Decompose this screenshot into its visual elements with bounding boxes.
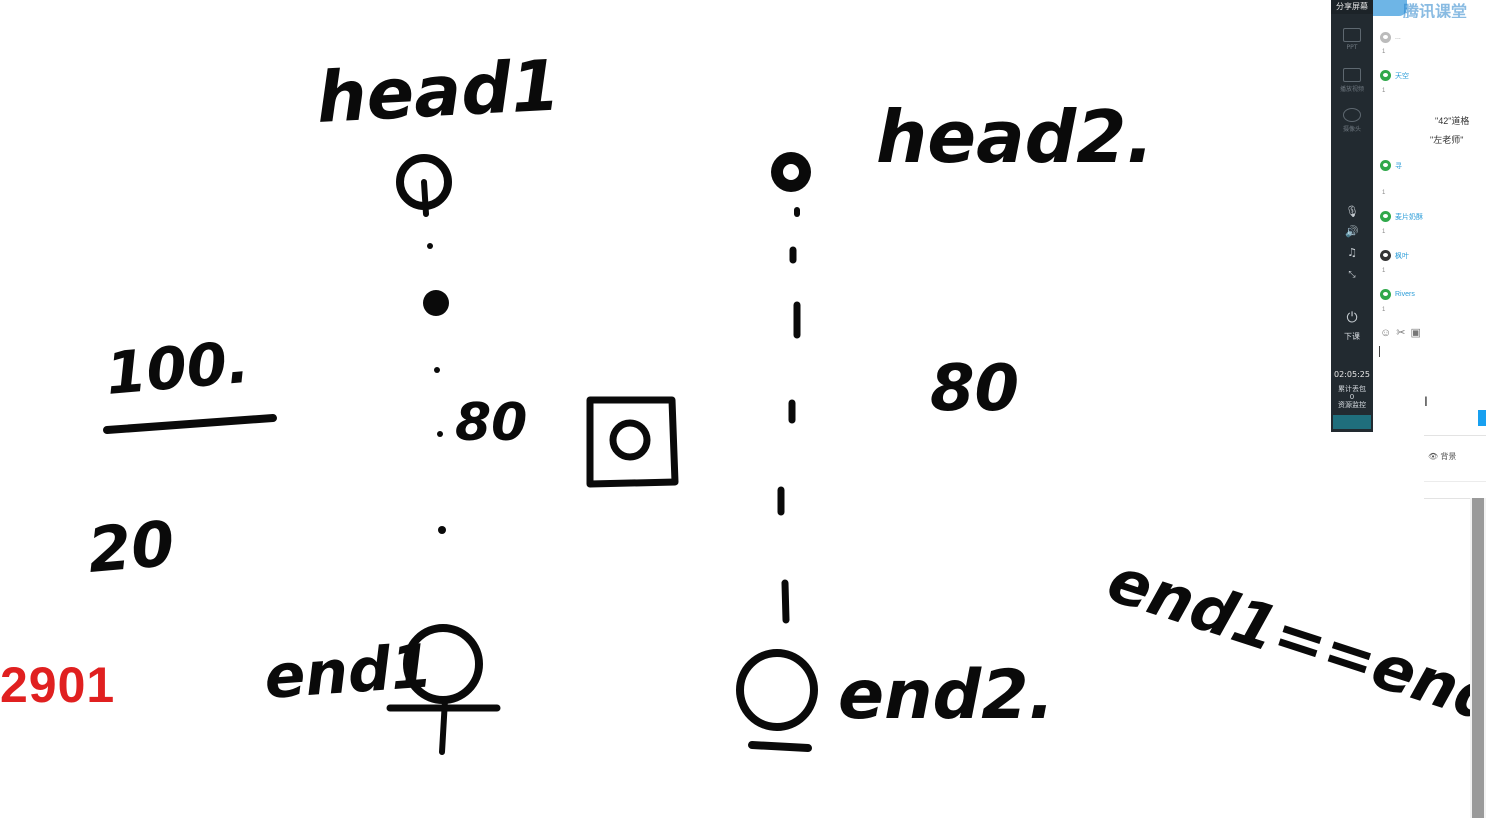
camera-icon <box>1343 108 1361 122</box>
chat-username: Rivers <box>1395 291 1415 298</box>
label-100: 100. <box>103 328 251 408</box>
chat-username: 麦片奶酥 <box>1395 213 1423 221</box>
chat-text: 1 <box>1382 268 1386 274</box>
chat-message: 麦片奶酥 <box>1380 211 1423 222</box>
camera-label: 摄像头 <box>1342 126 1361 133</box>
chat-text: 1 <box>1382 307 1386 313</box>
image-icon[interactable]: ▣ <box>1410 327 1426 339</box>
play-video-label: 播放视频 <box>1339 86 1364 93</box>
label-20: 20 <box>85 507 177 587</box>
symbol-loop <box>586 396 679 488</box>
class-end-icon[interactable]: ⏻ <box>1346 310 1358 326</box>
ppt-label: PPT <box>1346 44 1358 51</box>
ppt-icon <box>1343 28 1361 42</box>
underline-100 <box>103 414 277 434</box>
scissors-icon[interactable]: ✂ <box>1396 327 1411 339</box>
speaker-icon[interactable]: 🔊 <box>1345 225 1359 238</box>
chat-username: ... <box>1395 34 1401 41</box>
packet-loss-label: 累计丢包 <box>1338 385 1366 393</box>
label-80-list1: 80 <box>455 393 527 453</box>
chat-quote: "左老师" <box>1430 135 1464 145</box>
wechat-icon <box>1380 70 1391 81</box>
chat-text: 1 <box>1382 190 1386 196</box>
scrollbar[interactable] <box>1470 498 1486 818</box>
background-label: 背景 <box>1440 452 1457 461</box>
share-screen-button[interactable]: 分享屏幕 <box>1331 0 1373 14</box>
avatar <box>1380 250 1391 261</box>
play-icon <box>1343 68 1361 82</box>
red-counter-label: 2901 <box>0 657 116 713</box>
label-head2: head2. <box>876 95 1154 179</box>
background-panel: 👁 背景 <box>1424 435 1486 499</box>
chat-input-field[interactable] <box>1379 346 1380 357</box>
chat-message: Rivers <box>1380 289 1415 300</box>
wechat-icon <box>1380 160 1391 171</box>
microphone-icon[interactable]: 🎙 <box>1345 205 1359 218</box>
class-end-label[interactable]: 下课 <box>1344 332 1360 341</box>
avatar <box>1380 32 1391 43</box>
chat-username: 寻 <box>1395 162 1402 170</box>
chat-message: 天空 <box>1380 70 1409 81</box>
chat-message: 枫叶 <box>1380 250 1409 261</box>
chat-panel <box>1373 0 1486 432</box>
list2-dashes <box>777 207 801 624</box>
chat-message: 寻 <box>1380 160 1402 171</box>
wechat-icon <box>1380 211 1391 222</box>
emoji-icon[interactable]: ☺ <box>1380 327 1397 339</box>
label-end-compare: end1==end2 <box>1099 543 1486 752</box>
node-end2 <box>736 649 818 752</box>
scrollbar-thumb[interactable] <box>1472 498 1484 818</box>
fullscreen-icon[interactable]: ⤡ <box>1348 270 1356 280</box>
label-end2: end2. <box>838 656 1054 735</box>
eye-icon: 👁 <box>1428 452 1439 461</box>
chat-input-toolbar: ☺✂▣ <box>1380 326 1426 339</box>
play-video-button[interactable]: 播放视频 <box>1331 68 1373 93</box>
chat-username: 天空 <box>1395 72 1409 80</box>
chat-send-indicator[interactable] <box>1478 410 1486 426</box>
class-timer: 02:05:25 <box>1334 370 1370 379</box>
label-head1: head1 <box>315 44 562 139</box>
chat-message: ... <box>1380 32 1401 43</box>
ppt-button[interactable]: PPT <box>1331 28 1373 51</box>
chat-quote: "42"道格 <box>1435 116 1470 126</box>
chat-text: 1 <box>1382 49 1386 55</box>
chat-text: 1 <box>1382 229 1386 235</box>
network-meter <box>1333 415 1371 429</box>
list1-dots <box>423 243 449 534</box>
camera-button[interactable]: 摄像头 <box>1331 108 1373 133</box>
node-end1 <box>386 624 501 755</box>
text-cursor-icon: I <box>1424 393 1428 409</box>
chat-username: 枫叶 <box>1395 252 1409 260</box>
chat-text: 1 <box>1382 88 1386 94</box>
app-logo: 腾讯课堂 <box>1373 0 1486 18</box>
music-icon[interactable]: ♫ <box>1347 246 1357 259</box>
label-80-list2: 80 <box>930 352 1019 426</box>
live-class-toolbar: 分享屏幕 PPT 播放视频 摄像头 🎙 🔊 ♫ ⤡ ⏻ 下课 02:05:25 … <box>1331 0 1373 432</box>
resource-monitor-label[interactable]: 资源监控 <box>1338 401 1366 409</box>
background-option[interactable]: 👁 背景 <box>1428 451 1456 462</box>
wechat-icon <box>1380 289 1391 300</box>
packet-loss-value: 0 <box>1349 393 1355 401</box>
